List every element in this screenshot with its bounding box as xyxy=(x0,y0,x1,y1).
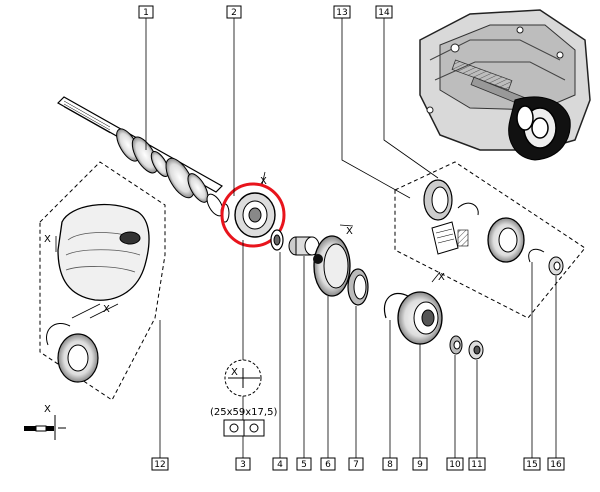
gearbox-housing-image xyxy=(419,9,591,161)
svg-text:7: 7 xyxy=(353,460,359,470)
callout-1: 1 xyxy=(138,5,154,19)
svg-text:9: 9 xyxy=(417,460,423,470)
spring-clip-8 xyxy=(383,292,409,319)
svg-text:16: 16 xyxy=(550,460,562,470)
svg-text:4: 4 xyxy=(277,460,283,470)
axis-label-x-cover: X xyxy=(44,234,51,245)
sliding-hub-9: X xyxy=(397,271,445,345)
gear-6: X xyxy=(313,224,354,297)
callout-5: 5 xyxy=(296,457,312,471)
ring-4 xyxy=(270,229,284,251)
dashed-group-13-14 xyxy=(394,161,586,319)
callout-2: 2 xyxy=(226,5,242,19)
callout-3: 3 xyxy=(235,457,251,471)
callout-15: 15 xyxy=(523,457,541,471)
callout-11: 11 xyxy=(468,457,486,471)
svg-text:2: 2 xyxy=(231,8,237,18)
washer-10 xyxy=(449,335,463,355)
callout-8: 8 xyxy=(382,457,398,471)
main-shaft xyxy=(57,96,224,217)
svg-text:5: 5 xyxy=(301,460,307,470)
axis-label-x-detail: X xyxy=(231,367,238,378)
svg-text:8: 8 xyxy=(387,460,393,470)
svg-text:14: 14 xyxy=(378,8,390,18)
dashed-group-12: X X xyxy=(39,161,166,401)
bushing-5 xyxy=(288,236,320,256)
axis-label-x-small: X xyxy=(103,304,110,315)
callout-9: 9 xyxy=(412,457,428,471)
nut-11 xyxy=(468,340,484,360)
axis-label-x-gear: X xyxy=(346,226,353,237)
svg-text:11: 11 xyxy=(471,460,482,470)
callout-14: 14 xyxy=(375,5,393,19)
svg-text:10: 10 xyxy=(449,460,461,470)
callout-13: 13 xyxy=(333,5,351,19)
callout-6: 6 xyxy=(320,457,336,471)
callout-12: 12 xyxy=(151,457,169,471)
bearing-3: X xyxy=(220,171,286,248)
axis-label-x-bearing: X xyxy=(260,176,267,187)
bearing-size-label: (25x59x17,5) xyxy=(210,407,277,418)
svg-text:3: 3 xyxy=(240,460,246,470)
axis-label-x-tool: X xyxy=(44,404,51,415)
svg-text:1: 1 xyxy=(143,8,149,18)
highlight-circle xyxy=(220,182,286,248)
svg-text:13: 13 xyxy=(336,8,347,18)
leader-lines xyxy=(145,18,557,458)
callout-4: 4 xyxy=(272,457,288,471)
bearing-detail: X (25x59x17,5) xyxy=(210,359,277,437)
svg-text:12: 12 xyxy=(154,460,165,470)
svg-text:15: 15 xyxy=(526,460,537,470)
callout-7: 7 xyxy=(348,457,364,471)
callout-16: 16 xyxy=(547,457,565,471)
callout-boxes: 1 2 13 14 12 3 4 5 6 7 8 9 10 11 15 xyxy=(138,5,565,471)
tool-symbol: X xyxy=(24,404,66,440)
svg-text:6: 6 xyxy=(325,460,331,470)
synchro-ring-7 xyxy=(347,268,369,306)
callout-10: 10 xyxy=(446,457,464,471)
axis-label-x-hub: X xyxy=(438,272,445,283)
